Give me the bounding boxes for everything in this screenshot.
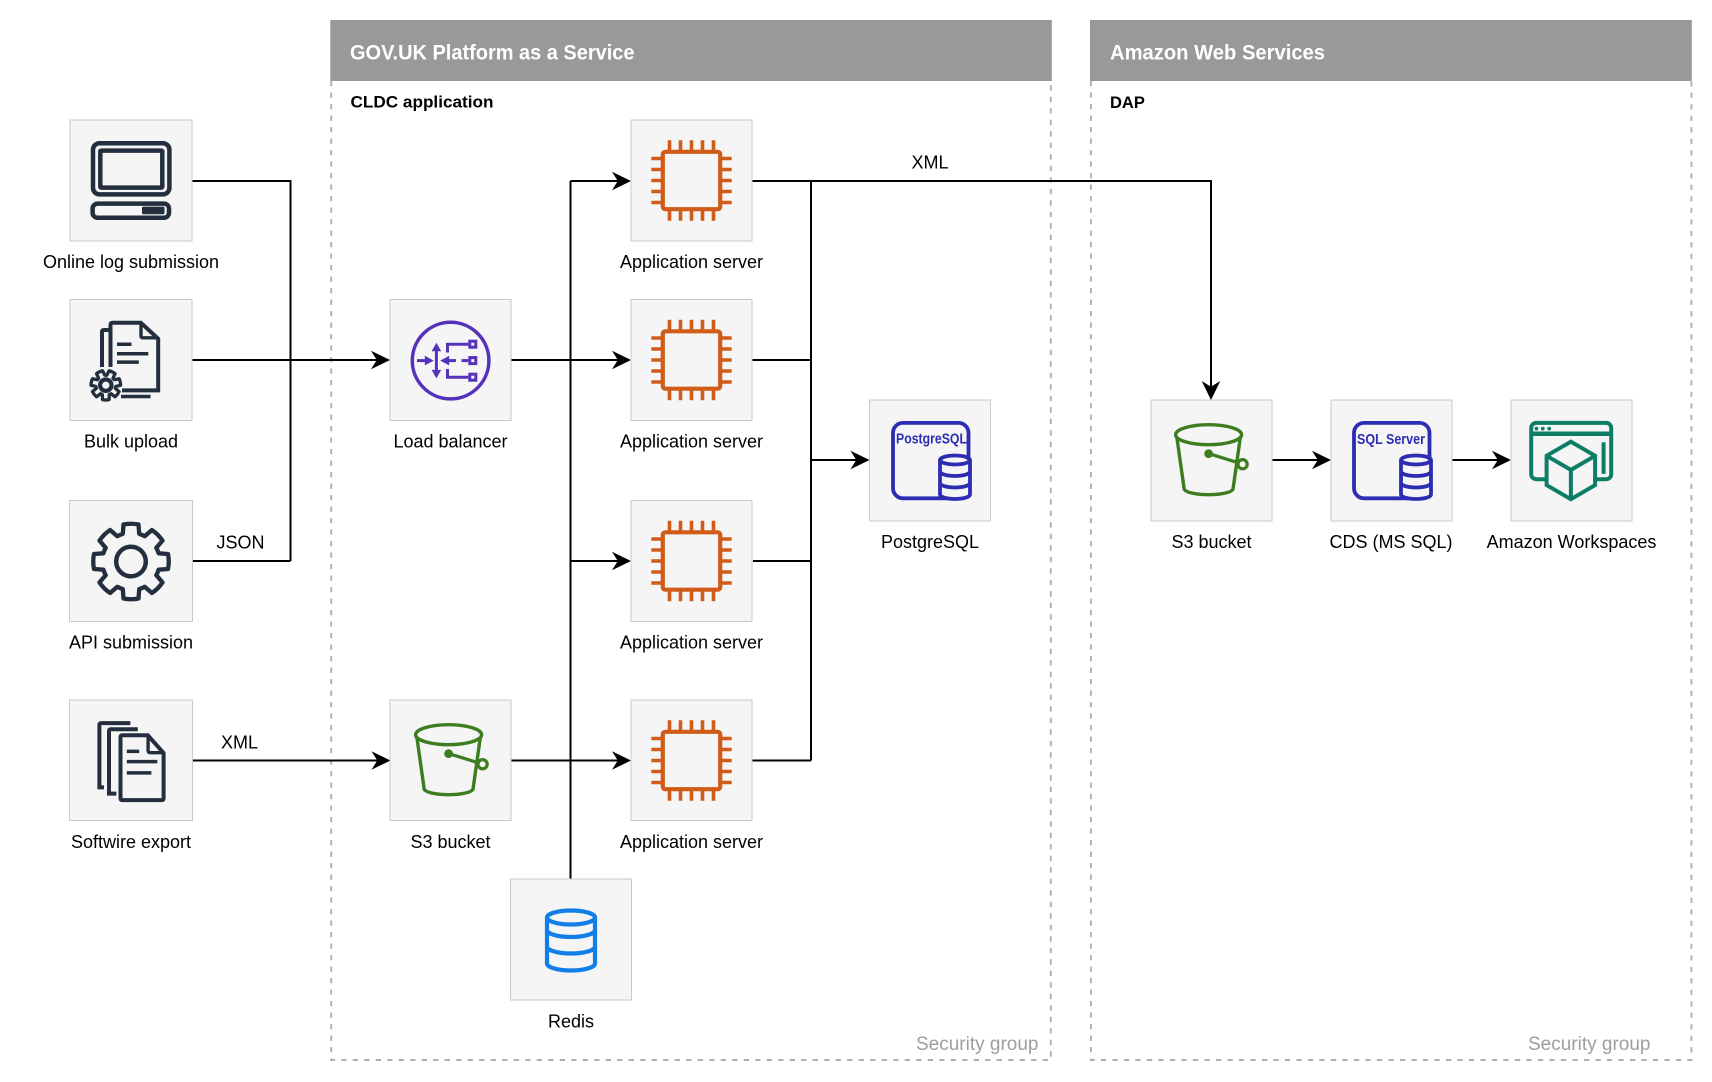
svg-text:JSON: JSON — [216, 533, 264, 553]
svg-text:Amazon Web Services: Amazon Web Services — [1110, 41, 1325, 65]
svg-text:Application server: Application server — [620, 252, 763, 272]
svg-text:SQL Server: SQL Server — [1357, 431, 1425, 448]
svg-text:S3 bucket: S3 bucket — [410, 832, 490, 852]
svg-text:CDS (MS SQL): CDS (MS SQL) — [1329, 532, 1452, 552]
svg-text:Online log submission: Online log submission — [43, 252, 219, 272]
svg-text:CLDC application: CLDC application — [351, 94, 494, 112]
svg-text:Application server: Application server — [620, 832, 763, 852]
svg-text:Security group: Security group — [1528, 1034, 1651, 1055]
svg-text:DAP: DAP — [1110, 94, 1145, 112]
svg-text:Security group: Security group — [916, 1034, 1039, 1055]
svg-text:Load balancer: Load balancer — [393, 432, 507, 452]
svg-text:PostgreSQL: PostgreSQL — [896, 432, 967, 448]
svg-text:XML: XML — [911, 153, 948, 173]
svg-text:PostgreSQL: PostgreSQL — [881, 532, 979, 552]
svg-text:Redis: Redis — [548, 1012, 594, 1032]
svg-text:XML: XML — [221, 733, 258, 753]
svg-text:Bulk upload: Bulk upload — [84, 432, 178, 452]
svg-text:Application server: Application server — [620, 432, 763, 452]
svg-text:API submission: API submission — [69, 633, 193, 653]
svg-text:Application server: Application server — [620, 633, 763, 653]
svg-text:S3 bucket: S3 bucket — [1171, 532, 1251, 552]
svg-text:Amazon Workspaces: Amazon Workspaces — [1487, 532, 1657, 552]
svg-text:Softwire export: Softwire export — [71, 832, 191, 852]
svg-text:GOV.UK Platform as a Service: GOV.UK Platform as a Service — [350, 41, 635, 65]
